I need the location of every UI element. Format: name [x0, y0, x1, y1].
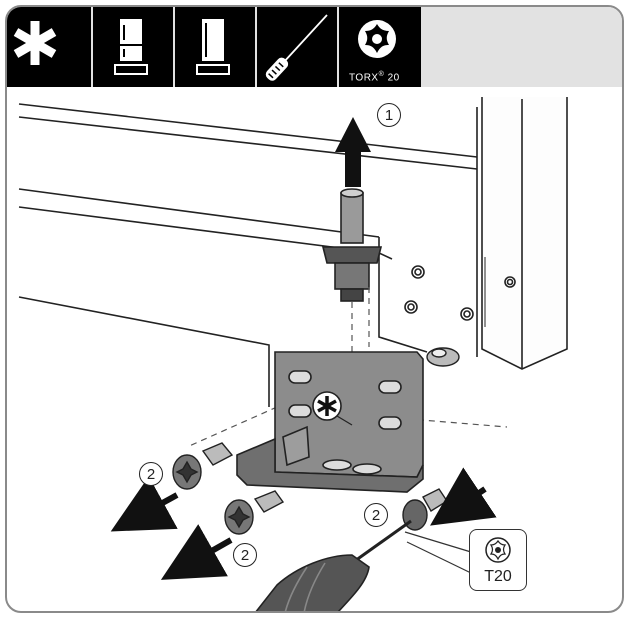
unscrew-arrow-left: [110, 476, 179, 532]
asterisk-callout: [312, 391, 353, 426]
cabinet-side: [481, 97, 568, 370]
screwdriver-icon: [265, 14, 328, 81]
hinge-pin: [321, 188, 383, 302]
torx-star-icon: [358, 20, 396, 58]
fridge-freezer-tile: [93, 7, 173, 87]
step-1-label: 1: [377, 103, 401, 127]
door-panel: [18, 103, 478, 407]
fridge-single-tile: [175, 7, 255, 87]
torx-bit-icon: [485, 537, 511, 563]
screw-middle: [224, 490, 285, 535]
screwdriver-drawing: [255, 519, 412, 611]
hinge-removal-drawing: [18, 97, 568, 611]
pictogram-toolbar: TORX® 20: [7, 7, 622, 87]
torx-tile: [339, 7, 421, 87]
unscrew-arrow-middle: [160, 524, 233, 580]
screw-right: [402, 488, 448, 531]
screw-upper-left: [172, 442, 234, 490]
t20-callout-box: T20: [469, 529, 527, 591]
cabinet-plug: [426, 347, 460, 367]
lift-arrow: [335, 117, 371, 187]
asterisk-tile: [7, 7, 91, 87]
hinge-bracket: [236, 351, 424, 493]
screwdriver-tile: [257, 7, 337, 87]
fridge-single-door-icon: [196, 19, 230, 75]
instruction-figure: TORX® 20: [5, 5, 624, 613]
t20-label: T20: [484, 568, 512, 585]
torx-size-label: TORX® 20: [349, 71, 400, 84]
unscrew-arrow-right: [430, 467, 497, 526]
step-2-label-right: 2: [364, 503, 388, 527]
step-2-label-left: 2: [139, 462, 163, 486]
asterisk-icon: [13, 21, 57, 65]
step-2-label-middle: 2: [233, 543, 257, 567]
fridge-freezer-icon: [114, 19, 148, 75]
cabinet-holes: [404, 265, 516, 321]
